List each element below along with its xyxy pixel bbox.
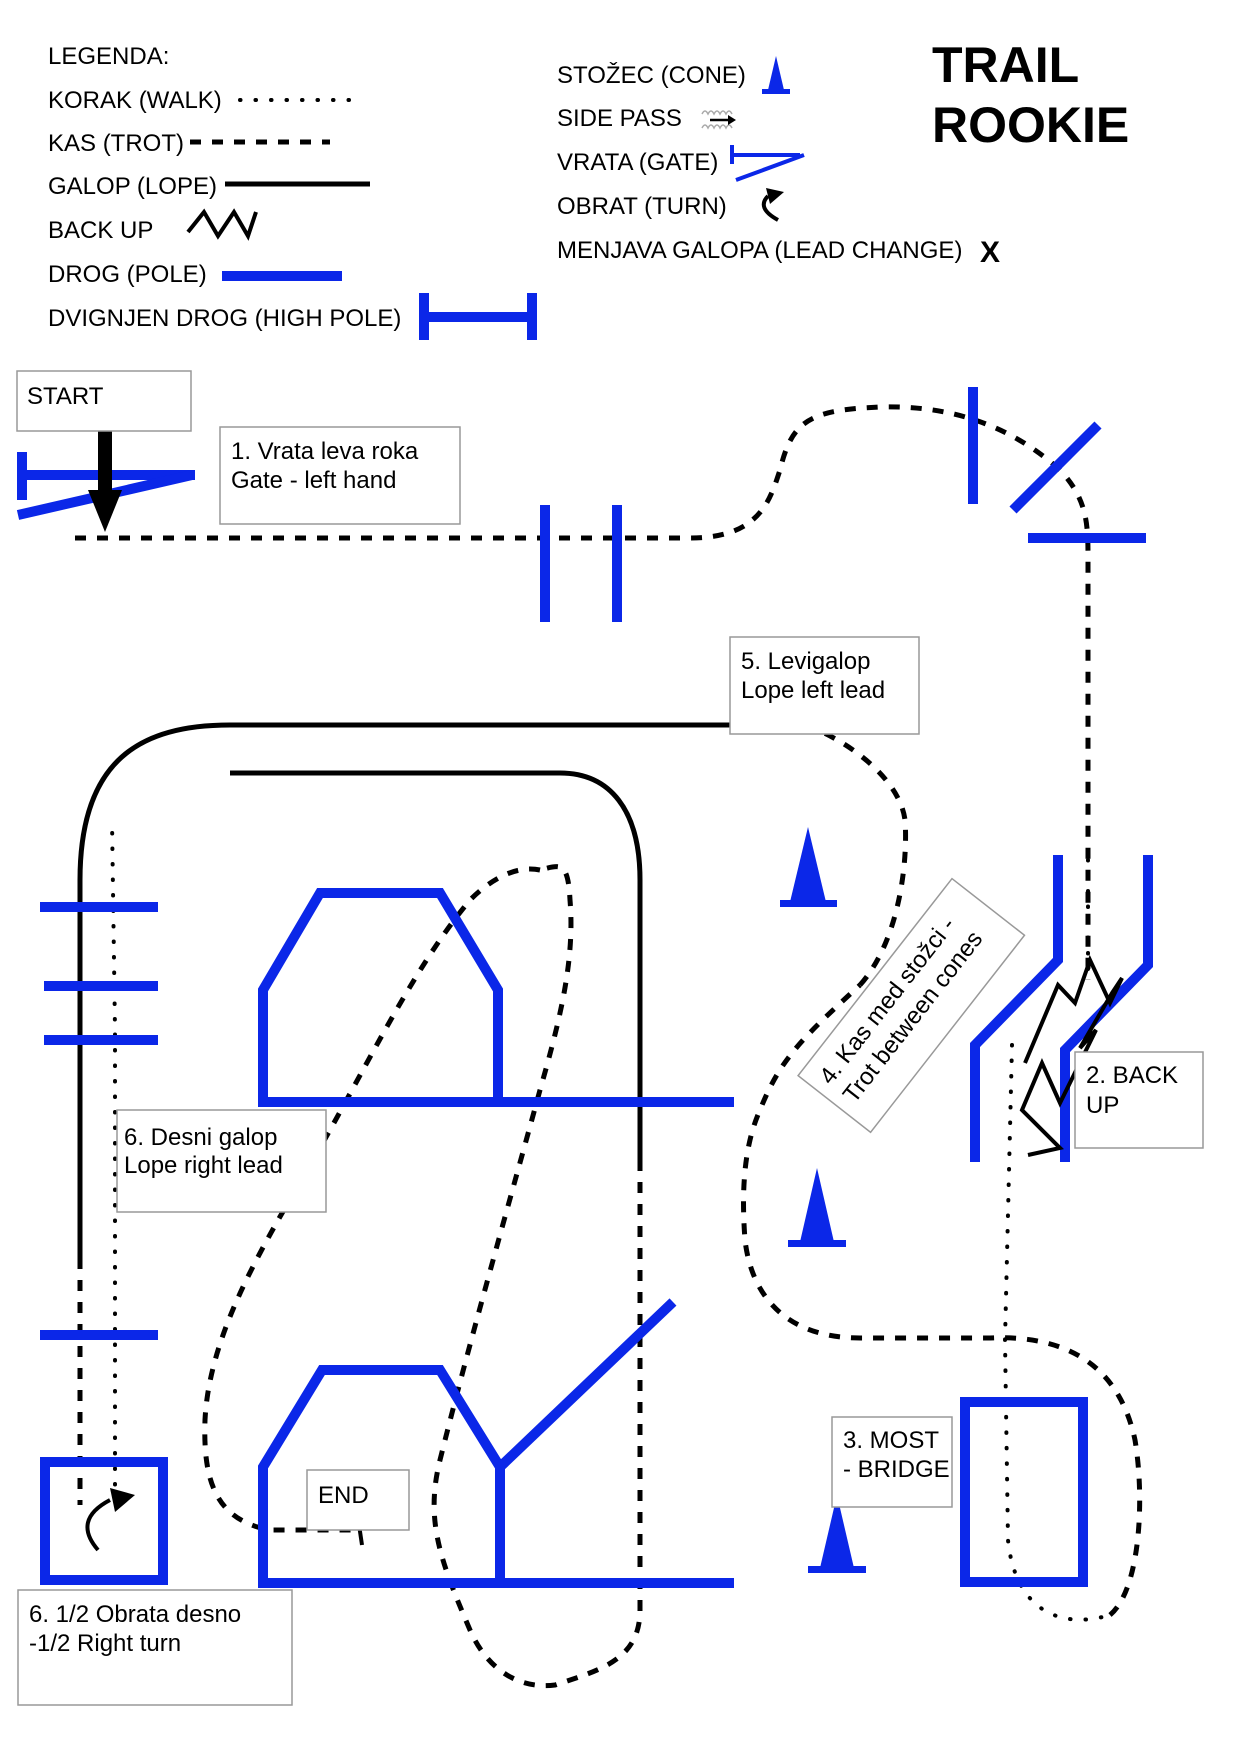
- svg-text:UP: UP: [1086, 1092, 1119, 1119]
- label-lope-right: 6. Desni galop Lope right lead: [116, 1109, 327, 1213]
- svg-text:1. Vrata leva roka: 1. Vrata leva roka: [231, 438, 419, 465]
- label-half-turn: 6. 1/2 Obrata desno -1/2 Right turn: [17, 1589, 293, 1706]
- label-end: END: [306, 1469, 410, 1531]
- svg-text:3. MOST: 3. MOST: [843, 1427, 939, 1454]
- label-backup: 2. BACK UP: [1074, 1051, 1204, 1149]
- svg-text:-1/2 Right turn: -1/2 Right turn: [29, 1630, 181, 1657]
- turn-arrow-icon: [85, 1488, 135, 1552]
- legend-gate-icon: [730, 145, 805, 182]
- legend-cone-label: STOŽEC (CONE): [557, 62, 746, 89]
- svg-text:6. Desni galop: 6. Desni galop: [124, 1124, 277, 1151]
- cone-icon-upper: [780, 827, 837, 907]
- label-trot-cones: 4. Kas med stožci - Trot between cones: [797, 877, 1026, 1134]
- turn-box: [40, 1457, 168, 1585]
- legend-cone-icon: [762, 56, 790, 94]
- pole-curl-diagonal: [1009, 421, 1102, 514]
- legend-heading: LEGENDA:: [48, 43, 169, 70]
- trot-path-start: [75, 404, 1091, 980]
- backup-zigzag-icon: [1019, 954, 1124, 1157]
- legend-side-pass-icon: [701, 110, 736, 130]
- walk-path-turn: [110, 818, 117, 1502]
- legend-turn-label: OBRAT (TURN): [557, 193, 727, 220]
- hexagon-upper: [258, 888, 734, 1107]
- svg-text:2. BACK: 2. BACK: [1086, 1062, 1178, 1089]
- svg-text:Lope right lead: Lope right lead: [124, 1152, 283, 1179]
- legend-backup-label: BACK UP: [48, 217, 153, 244]
- hexagon-lower: [258, 1298, 734, 1588]
- obstacles: [16, 387, 1153, 1588]
- legend-turn-arrow-icon: [761, 188, 784, 222]
- label-lope-left: 5. Levigalop Lope left lead: [729, 636, 920, 735]
- legend-walk-label: KORAK (WALK): [48, 87, 222, 114]
- svg-text:5. Levigalop: 5. Levigalop: [741, 648, 870, 675]
- svg-text:START: START: [27, 383, 104, 410]
- lope-right-path: [230, 770, 643, 1160]
- svg-text:Gate - left hand: Gate - left hand: [231, 467, 396, 494]
- svg-text:Lope left lead: Lope left lead: [741, 677, 885, 704]
- label-start: START: [16, 370, 192, 432]
- label-gate: 1. Vrata leva roka Gate - left hand: [219, 426, 461, 525]
- bridge: [960, 1397, 1088, 1587]
- svg-text:6. 1/2 Obrata desno: 6. 1/2 Obrata desno: [29, 1601, 241, 1628]
- legend-pole-label: DROG (POLE): [48, 261, 207, 288]
- trot-path-bridge-loop: [741, 983, 1143, 1617]
- label-bridge: 3. MOST - BRIDGE: [831, 1416, 953, 1508]
- page-title-line1: TRAIL: [932, 37, 1079, 93]
- walk-path-backup-bridge: [1002, 858, 1112, 1622]
- legend-lead-change-label: MENJAVA GALOPA (LEAD CHANGE): [557, 237, 962, 264]
- legend-backup-zigzag-icon: [186, 208, 258, 241]
- svg-text:- BRIDGE: - BRIDGE: [843, 1456, 950, 1483]
- trot-path-cones: [799, 720, 909, 987]
- backup-chute: [970, 855, 1153, 1162]
- legend: LEGENDA: KORAK (WALK) KAS (TROT) GALOP (…: [48, 43, 1000, 340]
- legend-lope-label: GALOP (LOPE): [48, 173, 217, 200]
- lope-left-path: [77, 722, 800, 1258]
- legend-gate-label: VRATA (GATE): [557, 149, 718, 176]
- legend-side-pass-label: SIDE PASS: [557, 105, 682, 132]
- page-title-line2: ROOKIE: [932, 97, 1129, 153]
- legend-high-pole-label: DVIGNJEN DROG (HIGH POLE): [48, 305, 401, 332]
- cone-icon-middle: [788, 1168, 846, 1247]
- legend-trot-label: KAS (TROT): [48, 130, 184, 157]
- cone-icon-lower: [808, 1495, 866, 1573]
- svg-text:END: END: [318, 1482, 369, 1509]
- legend-high-pole-icon: [419, 293, 537, 340]
- legend-lead-change-icon: X: [980, 236, 1000, 269]
